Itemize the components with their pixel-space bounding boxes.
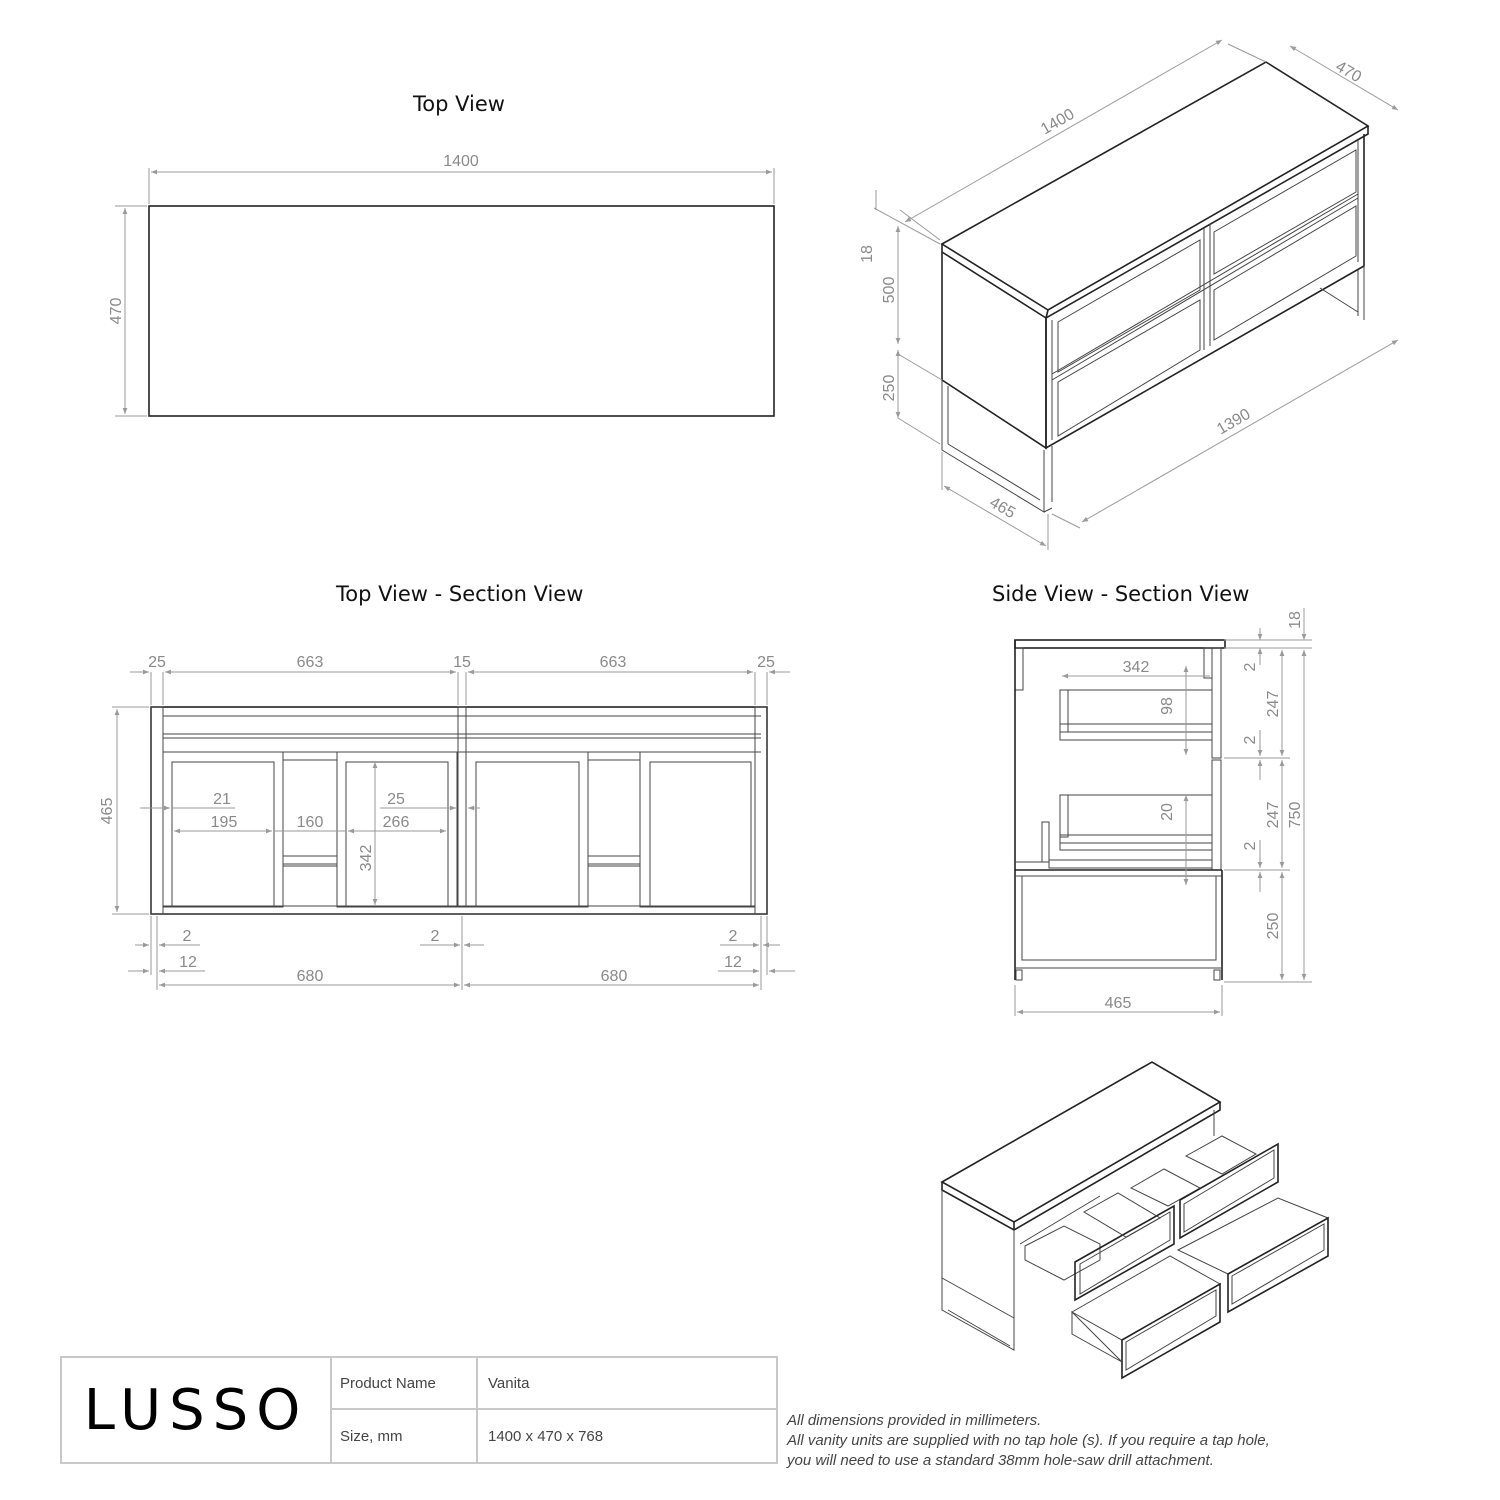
isometric-view-drawing: 1400 470 18 500 250 1390 465 [859, 39, 1399, 550]
side-top-thickness-dim: 18 [1287, 611, 1304, 629]
product-name-label: Product Name [332, 1358, 478, 1410]
bottom-module-right-dim: 680 [601, 968, 628, 985]
bottom-offset-right-dim: 12 [724, 954, 742, 971]
iso-frame-length-dim: 1390 [1214, 406, 1253, 439]
side-gap-top-dim: 2 [1242, 662, 1259, 671]
iso-cabinet-height-dim: 500 [881, 277, 898, 304]
note-line-1: All dimensions provided in millimeters. [787, 1412, 1042, 1429]
bottom-gap-right-dim: 2 [729, 928, 738, 945]
note-line-3: you will need to use a standard 38mm hol… [787, 1452, 1214, 1469]
inner-right-gap-dim: 25 [387, 791, 405, 808]
bottom-gap-mid-dim: 2 [431, 928, 440, 945]
side-total-height-dim: 750 [1287, 802, 1304, 829]
top-view-drawing: 1400 470 [108, 153, 775, 417]
inner-gap-dim: 21 [213, 791, 231, 808]
bottom-module-left-dim: 680 [297, 968, 324, 985]
title-block-grid: Product Name Vanita Size, mm 1400 x 470 … [332, 1358, 776, 1462]
side-upper-front-dim: 247 [1265, 691, 1282, 718]
inner-middle-width-dim: 160 [297, 814, 324, 831]
size-label: Size, mm [332, 1410, 478, 1462]
bottom-gap-left-dim: 2 [183, 928, 192, 945]
top-view-title: Top View [413, 92, 505, 116]
top-section-view-title: Top View - Section View [336, 582, 584, 606]
top-view-width-dim: 1400 [443, 153, 479, 170]
iso-depth-dim: 470 [1332, 58, 1364, 86]
bottom-offset-left-dim: 12 [179, 954, 197, 971]
section-dim-left-module: 663 [297, 654, 324, 671]
side-gap-bottom-dim: 2 [1242, 841, 1259, 850]
top-section-drawing: 25 663 15 663 25 465 21 195 160 266 25 3… [99, 654, 795, 990]
notes: All dimensions provided in millimeters. … [787, 1411, 1270, 1471]
inner-drawer-depth-dim: 342 [358, 845, 375, 872]
side-lower-front-dim: 247 [1265, 802, 1282, 829]
side-drawer-depth-dim: 342 [1123, 659, 1150, 676]
inner-drawer-width-dim: 195 [211, 814, 238, 831]
side-section-view-title: Side View - Section View [992, 582, 1250, 606]
note-line-2: All vanity units are supplied with no ta… [787, 1432, 1270, 1449]
size-value: 1400 x 470 x 768 [488, 1427, 604, 1445]
top-view-depth-dim: 470 [108, 298, 125, 325]
side-leg-height-dim: 250 [1265, 913, 1282, 940]
title-block: LUSSO Product Name Vanita Size, mm 1400 … [60, 1356, 778, 1464]
side-lower-offset-dim: 20 [1159, 803, 1176, 821]
side-depth-dim: 465 [1105, 995, 1132, 1012]
section-dim-right-wall: 25 [757, 654, 775, 671]
iso-frame-depth-dim: 465 [986, 494, 1018, 522]
iso-leg-height-dim: 250 [881, 375, 898, 402]
side-gap-mid-dim: 2 [1242, 735, 1259, 744]
section-dim-right-module: 663 [600, 654, 627, 671]
isometric-open-drawers-drawing [940, 1061, 1330, 1380]
inner-right-drawer-width-dim: 266 [383, 814, 410, 831]
section-dim-left-wall: 25 [148, 654, 166, 671]
side-section-drawing: 342 98 20 2 2 2 247 247 250 18 750 465 [1014, 608, 1312, 1016]
iso-length-dim: 1400 [1038, 106, 1077, 139]
iso-top-thickness-dim: 18 [859, 245, 876, 263]
logo-cell: LUSSO [62, 1358, 332, 1462]
section-height-dim: 465 [99, 798, 116, 825]
side-upper-drawer-height-dim: 98 [1159, 697, 1176, 715]
brand-logo: LUSSO [83, 1377, 309, 1443]
product-name-value: Vanita [478, 1358, 776, 1410]
section-dim-center-wall: 15 [453, 654, 471, 671]
